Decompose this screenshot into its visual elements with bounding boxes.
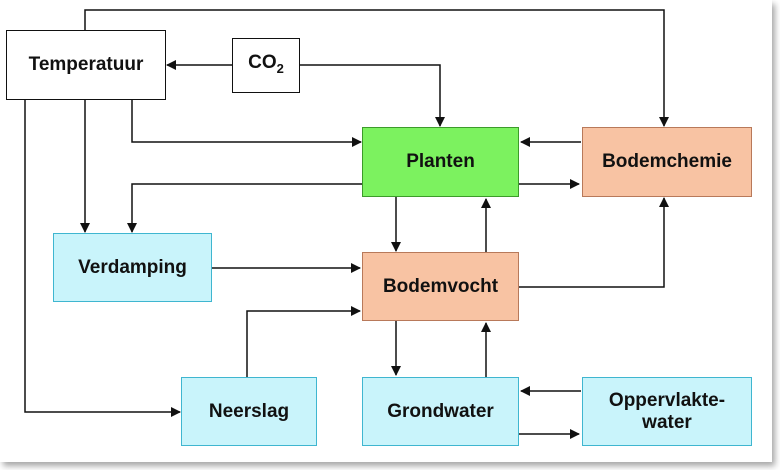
arrow-bodemvocht-to-bodemchemie: [519, 197, 669, 288]
node-temperatuur-label: Temperatuur: [28, 54, 144, 75]
node-co2-base: CO: [248, 51, 277, 73]
node-bodemchemie: Bodemchemie: [582, 127, 752, 197]
node-bodemchemie-label: Bodemchemie: [602, 151, 732, 172]
arrow-temperatuur-to-neerslag: [24, 100, 181, 417]
arrow-temperatuur-to-bodemchemie: [84, 9, 669, 127]
node-co2: CO2: [232, 38, 300, 93]
node-neerslag: Neerslag: [181, 377, 317, 446]
node-verdamping: Verdamping: [53, 233, 212, 302]
arrow-neerslag-to-bodemvocht: [246, 306, 361, 377]
node-bodemvocht-label: Bodemvocht: [382, 275, 499, 297]
node-planten: Planten: [362, 127, 519, 197]
node-verdamping-label: Verdamping: [78, 256, 187, 278]
arrow-co2-to-planten: [300, 64, 445, 127]
node-grondwater: Grondwater: [362, 377, 519, 446]
node-bodemvocht: Bodemvocht: [362, 252, 519, 321]
node-planten-label: Planten: [406, 151, 475, 172]
node-oppervlaktewater-label-line1: Oppervlakte-: [608, 389, 726, 411]
node-temperatuur: Temperatuur: [6, 30, 166, 100]
node-oppervlaktewater-label-line2: water: [642, 411, 692, 433]
node-co2-label: CO2: [248, 52, 284, 80]
node-co2-subscript: 2: [276, 60, 284, 76]
arrow-temperatuur-to-planten: [131, 100, 362, 147]
node-grondwater-label: Grondwater: [387, 400, 494, 422]
node-oppervlaktewater: Oppervlakte- water: [582, 377, 752, 446]
arrow-planten-to-verdamping: [127, 183, 362, 233]
node-neerslag-label: Neerslag: [208, 400, 290, 422]
